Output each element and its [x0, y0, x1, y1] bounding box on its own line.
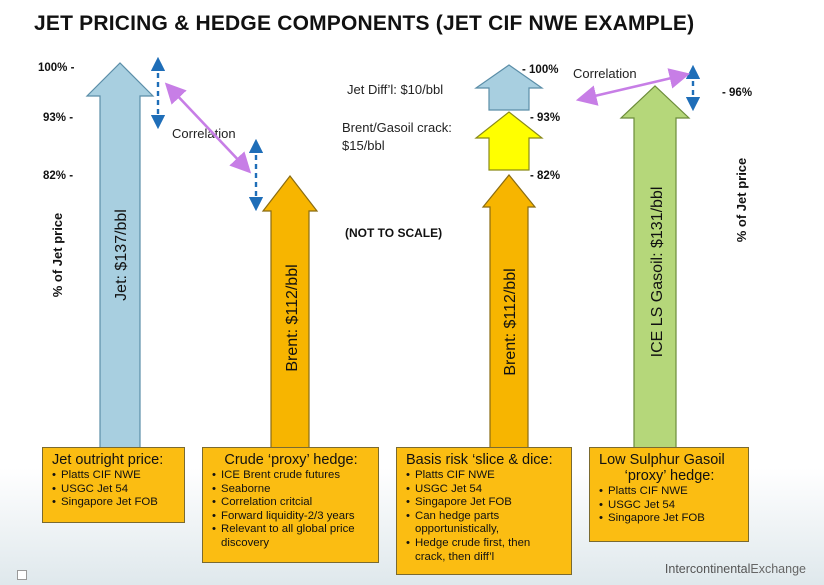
footer-logo-part1: Intercontinental [664, 562, 751, 576]
brent-arrow-left-label: Brent: $112/bbl [284, 264, 301, 371]
tick-93: 93% - [43, 112, 74, 124]
footer-logo: IntercontinentalExchange [665, 562, 806, 576]
box-crude-proxy-header: Crude ‘proxy’ hedge: [224, 452, 358, 468]
list-item: USGC Jet 54 [599, 499, 740, 513]
jet-arrow [85, 62, 155, 449]
crack-label-line2: $15/bbl [342, 138, 385, 153]
tick-r-100: - 100% [522, 64, 559, 76]
left-axis-label: % of Jet price [50, 213, 65, 298]
gasoil-arrow-label: ICE LS Gasoil: $131/bbl [649, 187, 666, 358]
correlation-arrow-right [575, 68, 691, 106]
list-item: Singapore Jet FOB [52, 496, 176, 510]
box-jet-outright: Jet outright price: Platts CIF NWE USGC … [42, 447, 185, 523]
tick-r-82: - 82% [530, 170, 561, 182]
jet-arrow-label: Jet: $137/bbl [113, 209, 130, 301]
box-basis-risk: Basis risk ‘slice & dice: Platts CIF NWE… [396, 447, 572, 575]
list-item: ICE Brent crude futures [212, 469, 370, 483]
list-item: Platts CIF NWE [599, 485, 740, 499]
list-item: USGC Jet 54 [406, 483, 563, 497]
crack-arrow [474, 111, 544, 171]
box-gasoil-proxy-header-1: Low Sulphur Gasoil [599, 452, 725, 468]
jet-diff-arrow [474, 64, 544, 111]
not-to-scale-note: (NOT TO SCALE) [345, 226, 443, 240]
box-basis-risk-header: Basis risk ‘slice & dice: [406, 452, 553, 468]
brent-arrow-right [481, 174, 537, 449]
list-item: Seaborne [212, 483, 370, 497]
list-item: Relevant to all global price discovery [212, 523, 370, 550]
list-item: Singapore Jet FOB [406, 496, 563, 510]
corner-marker [17, 570, 27, 580]
page-title: JET PRICING & HEDGE COMPONENTS (JET CIF … [34, 12, 695, 35]
brent-arrow-left [261, 175, 319, 449]
crack-label-line1: Brent/Gasoil crack: [342, 120, 452, 135]
list-item: Platts CIF NWE [52, 469, 176, 483]
list-item: Hedge crude first, then crack, then diff… [406, 537, 563, 564]
tick-r-93: - 93% [530, 112, 561, 124]
box-gasoil-proxy: Low Sulphur Gasoil ‘proxy’ hedge: Platts… [589, 447, 749, 542]
correlation-arrow-left [164, 82, 252, 174]
list-item: Can hedge parts opportunistically, [406, 510, 563, 537]
box-gasoil-proxy-header-2: ‘proxy’ hedge: [624, 468, 715, 484]
box-crude-proxy: Crude ‘proxy’ hedge: ICE Brent crude fut… [202, 447, 379, 563]
list-item: Correlation critcial [212, 496, 370, 510]
list-item: Forward liquidity-2/3 years [212, 510, 370, 524]
jet-diff-label: Jet Diff’l: $10/bbl [347, 82, 444, 97]
list-item: USGC Jet 54 [52, 483, 176, 497]
tick-82: 82% - [43, 170, 74, 182]
tick-r-96: - 96% [722, 87, 753, 99]
box-jet-outright-header: Jet outright price: [52, 452, 164, 468]
brent-arrow-right-label: Brent: $112/bbl [502, 268, 519, 375]
list-item: Platts CIF NWE [406, 469, 563, 483]
footer-logo-part2: Exchange [750, 562, 806, 576]
right-axis-label: % of Jet price [734, 158, 749, 243]
tick-100: 100% - [38, 62, 75, 74]
list-item: Singapore Jet FOB [599, 512, 740, 526]
